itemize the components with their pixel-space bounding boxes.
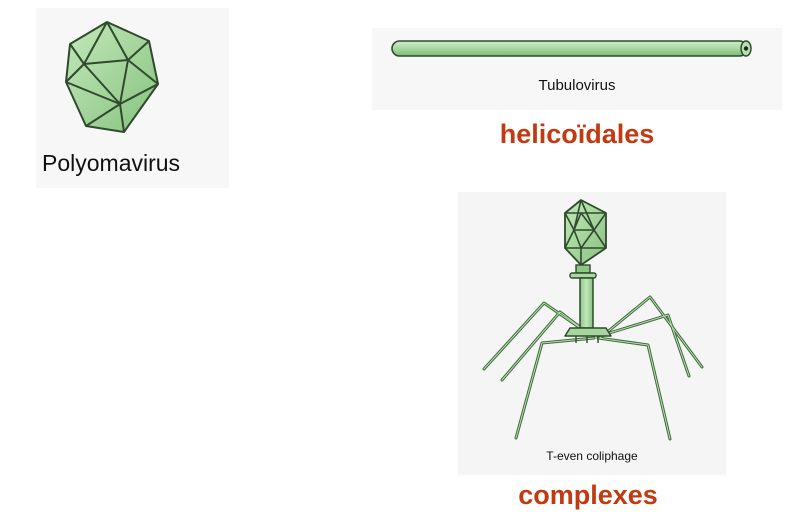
t-even-coliphage-drawing <box>458 192 726 475</box>
tubulovirus-rod <box>372 28 782 110</box>
polyomavirus-panel: Polyomavirus <box>36 8 229 188</box>
tubulovirus-label: Tubulovirus <box>372 77 782 94</box>
t-even-coliphage-panel: T-even coliphage <box>458 192 726 475</box>
helical-category-label: helicoïdales <box>0 119 790 150</box>
tubulovirus-panel: Tubulovirus <box>372 28 782 110</box>
complex-category-label: complexes <box>0 480 790 511</box>
t-even-coliphage-label: T-even coliphage <box>458 449 726 463</box>
polyomavirus-label: Polyomavirus <box>42 150 180 177</box>
